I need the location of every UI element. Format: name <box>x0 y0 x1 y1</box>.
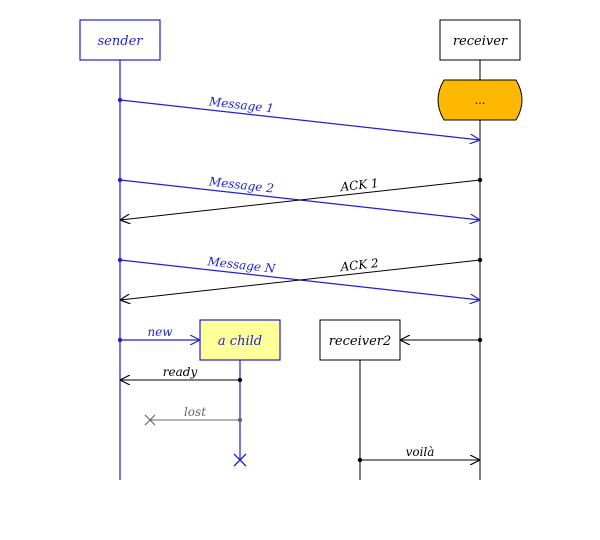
state-box-label: ... <box>475 94 486 107</box>
ready-arrow: ready <box>120 365 243 382</box>
message-2-label: Message 2 <box>207 174 274 195</box>
message-n-arrow: Message N <box>117 254 480 300</box>
ack-1-label: ACK 1 <box>339 176 380 194</box>
message-2-arrow: Message 2 <box>117 174 480 220</box>
receiver-label: receiver <box>453 34 508 49</box>
lost-label: lost <box>184 405 206 419</box>
sender-actor: sender <box>79 19 161 61</box>
child-destroy-cross-icon <box>233 453 247 467</box>
new-arrow: new <box>117 325 200 342</box>
lost-arrow: lost <box>144 405 243 426</box>
receiver-state-box: ... <box>437 79 523 121</box>
voila-label: voilà <box>406 445 435 459</box>
receiver-actor: receiver <box>439 19 521 61</box>
child-label: a child <box>218 334 262 349</box>
ack-2-label: ACK 2 <box>339 256 380 274</box>
voila-arrow: voilà <box>357 445 480 462</box>
ack-1-arrow: ACK 1 <box>120 176 483 220</box>
message-1-arrow: Message 1 <box>117 94 480 140</box>
message-1-label: Message 1 <box>207 94 274 115</box>
lost-cross-icon <box>144 414 156 426</box>
ack-2-arrow: ACK 2 <box>120 256 483 300</box>
new-label: new <box>147 325 173 339</box>
receiver2-label: receiver2 <box>329 334 392 349</box>
create-receiver2-arrow <box>400 338 483 342</box>
ready-label: ready <box>163 365 198 379</box>
child-actor: a child <box>199 319 281 361</box>
message-n-label: Message N <box>206 254 277 276</box>
receiver2-actor: receiver2 <box>319 319 401 361</box>
sender-label: sender <box>98 34 144 49</box>
